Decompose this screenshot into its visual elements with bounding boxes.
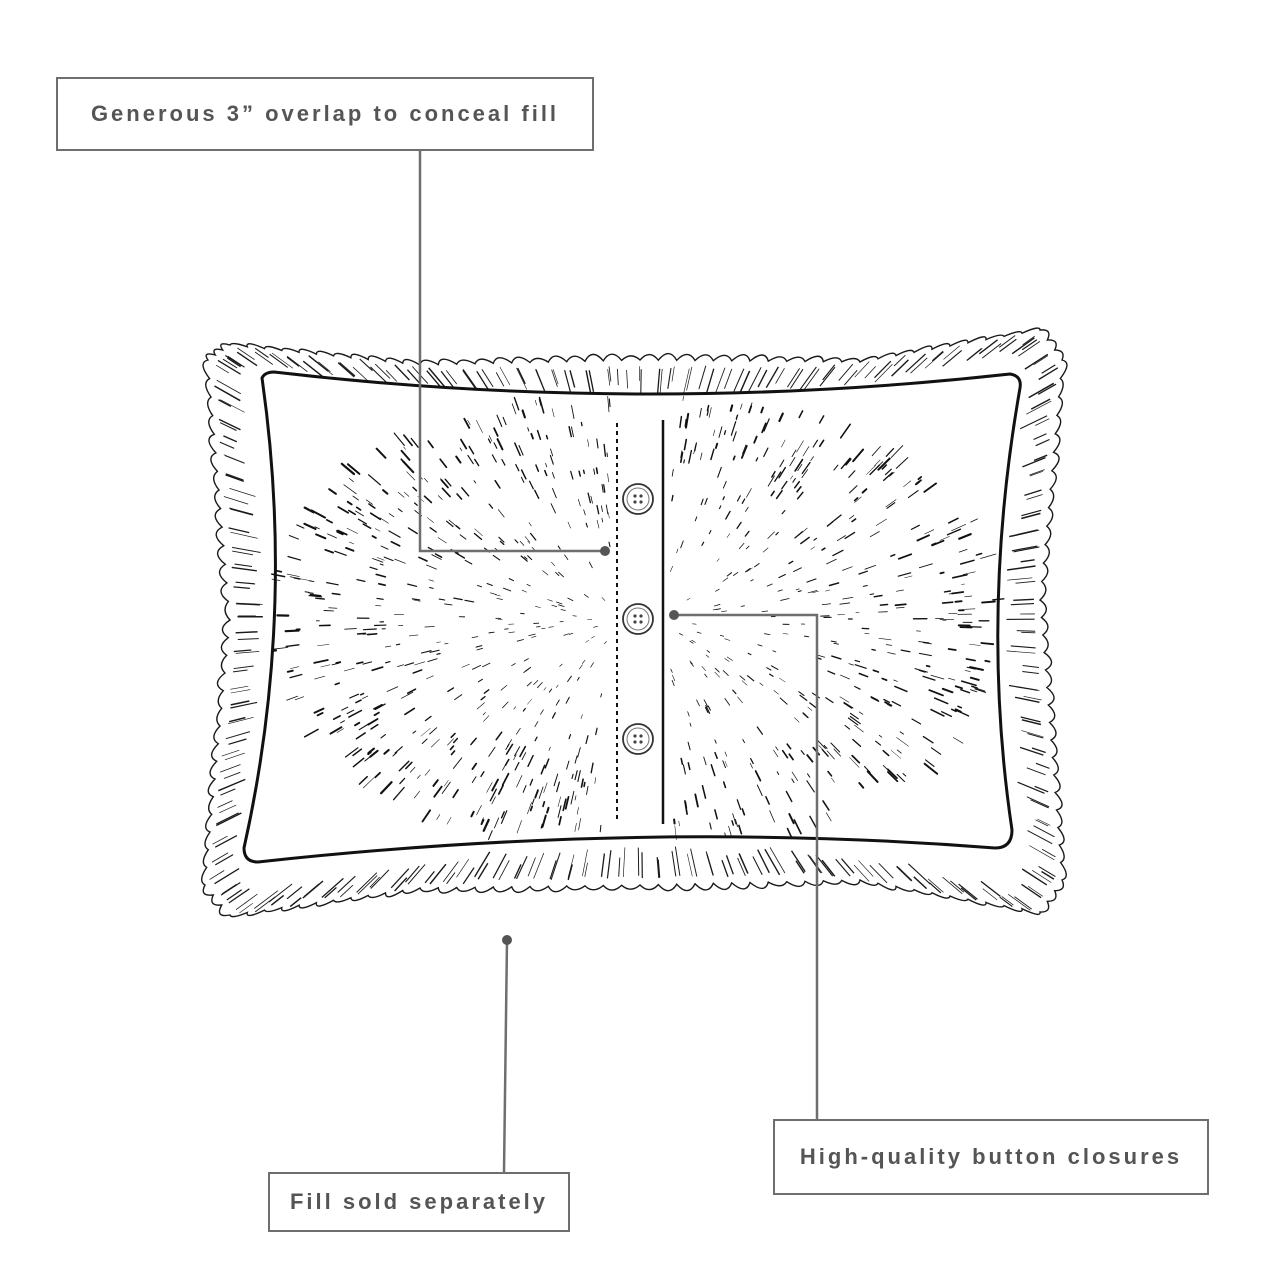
callout-closures: High-quality button closures — [773, 1119, 1209, 1195]
leader-dot-closures — [669, 610, 679, 620]
button-icon — [622, 603, 654, 635]
leader-line-fill — [502, 939, 509, 1173]
leader-line-closures — [674, 613, 819, 1119]
callout-fill-label: Fill sold separately — [289, 1189, 549, 1214]
overlap-flap — [616, 420, 665, 824]
callout-closures-label: High-quality button closures — [799, 1144, 1183, 1169]
leader-dot-overlap — [600, 546, 610, 556]
callout-overlap: Generous 3” overlap to conceal fill — [56, 77, 594, 151]
callout-fill: Fill sold separately — [268, 1172, 570, 1232]
button-icon — [622, 723, 654, 755]
leader-lines — [418, 150, 819, 1173]
leader-line-overlap — [418, 150, 604, 553]
button-icon — [622, 483, 654, 515]
buttons — [622, 483, 654, 755]
leader-dot-fill — [502, 935, 512, 945]
callout-overlap-label: Generous 3” overlap to conceal fill — [90, 101, 560, 126]
